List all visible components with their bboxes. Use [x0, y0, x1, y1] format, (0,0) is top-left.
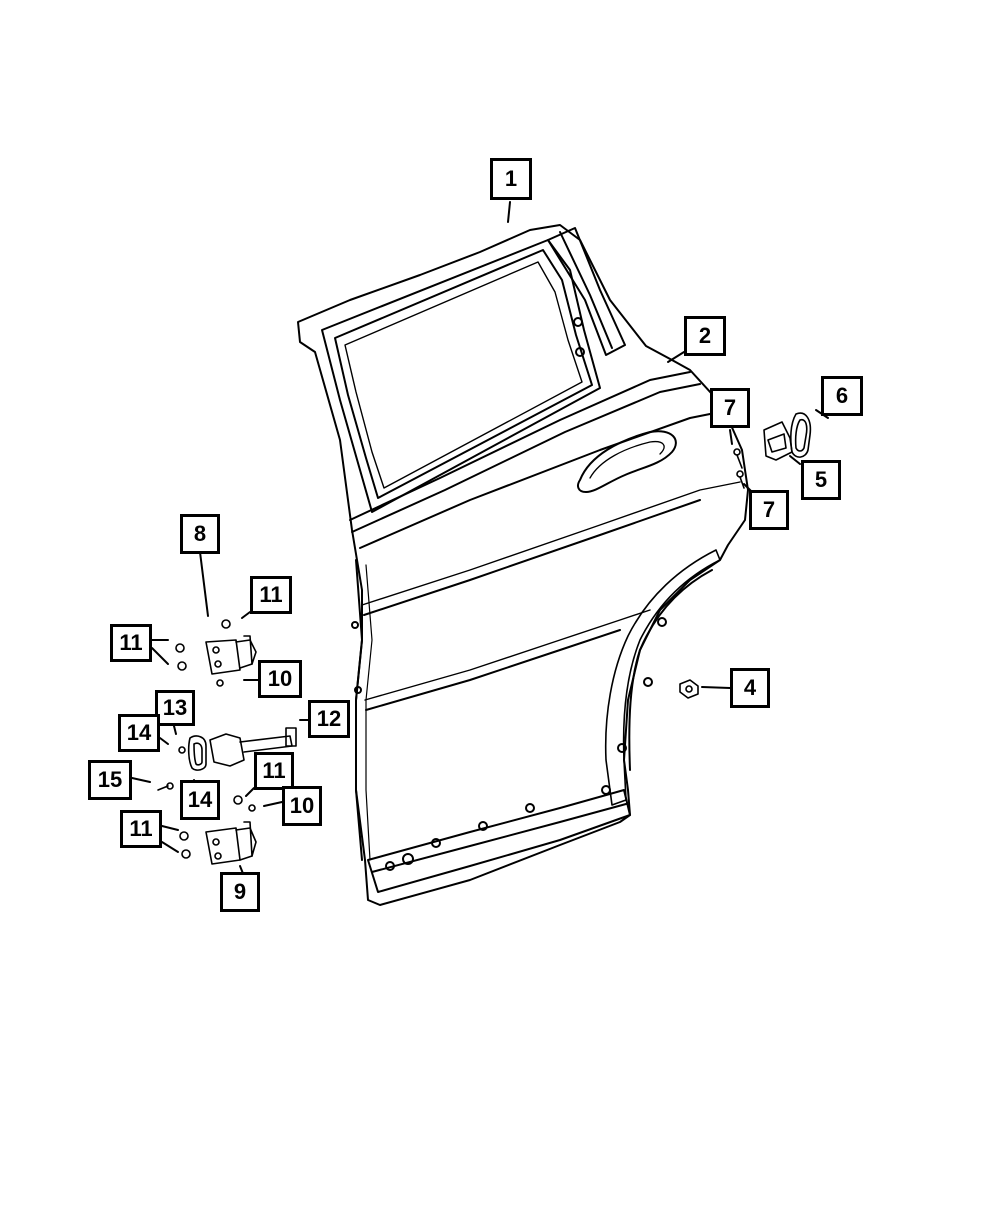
callout-11-b[interactable]: 11 [110, 624, 152, 662]
callout-10-a[interactable]: 10 [258, 660, 302, 698]
callout-4[interactable]: 4 [730, 668, 770, 708]
callout-10-b[interactable]: 10 [282, 786, 322, 826]
callout-14-b[interactable]: 14 [180, 780, 220, 820]
callout-12[interactable]: 12 [308, 700, 350, 738]
callout-6[interactable]: 6 [821, 376, 863, 416]
leader-lines [131, 201, 829, 877]
callout-9[interactable]: 9 [220, 872, 260, 912]
lower-hinge [179, 795, 257, 865]
callout-5[interactable]: 5 [801, 460, 841, 500]
door-check-assembly [157, 727, 297, 804]
callout-11-d[interactable]: 11 [120, 810, 162, 848]
nut-4 [679, 679, 699, 699]
callout-2[interactable]: 2 [684, 316, 726, 356]
callout-7-upper[interactable]: 7 [710, 388, 750, 428]
callout-11-a[interactable]: 11 [250, 576, 292, 614]
rear-door-shell [297, 224, 749, 906]
callout-8[interactable]: 8 [180, 514, 220, 554]
callout-1[interactable]: 1 [490, 158, 532, 200]
striker-assembly [733, 412, 812, 489]
callout-15[interactable]: 15 [88, 760, 132, 800]
callout-14-a[interactable]: 14 [118, 714, 160, 752]
callout-7-lower[interactable]: 7 [749, 490, 789, 530]
upper-hinge [175, 619, 257, 687]
callout-13[interactable]: 13 [155, 690, 195, 726]
callout-11-c[interactable]: 11 [254, 752, 294, 790]
